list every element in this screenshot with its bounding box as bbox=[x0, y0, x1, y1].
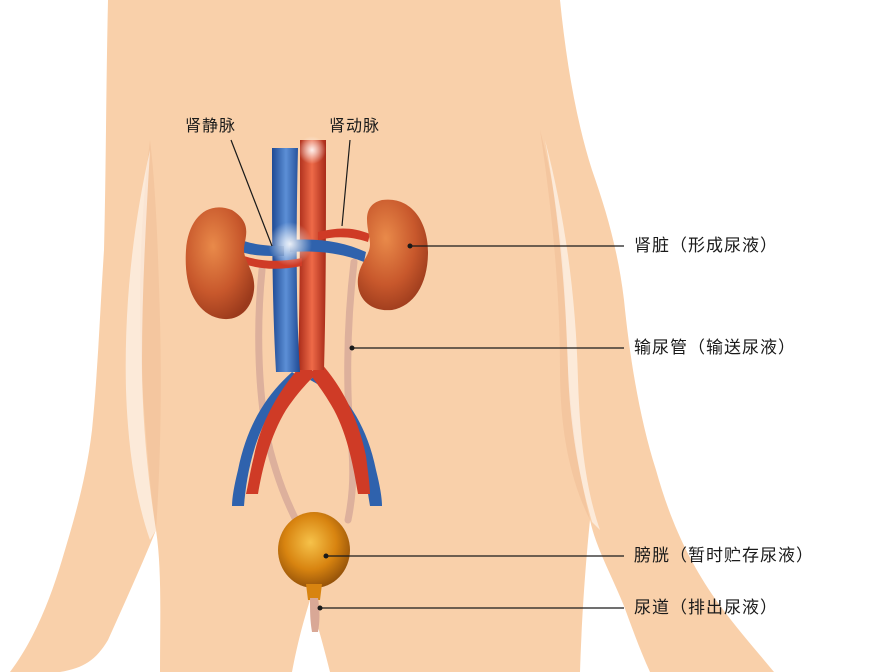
dot-kidney bbox=[408, 244, 413, 249]
urethra bbox=[310, 598, 320, 632]
label-bladder: 膀胱（暂时贮存尿液） bbox=[634, 546, 814, 566]
label-ureter: 输尿管（输送尿液） bbox=[634, 338, 796, 358]
vessel-highlight bbox=[268, 222, 312, 266]
dot-urethra bbox=[318, 606, 323, 611]
bladder-neck bbox=[306, 584, 322, 600]
label-kidney: 肾脏（形成尿液） bbox=[634, 236, 778, 256]
label-renal-vein: 肾静脉 bbox=[185, 116, 236, 136]
vessel-highlight-top bbox=[298, 136, 326, 164]
dot-ureter bbox=[350, 346, 355, 351]
label-renal-artery: 肾动脉 bbox=[329, 116, 380, 136]
label-urethra: 尿道（排出尿液） bbox=[634, 598, 778, 618]
bladder bbox=[278, 512, 350, 588]
dot-bladder bbox=[324, 554, 329, 559]
body-silhouette bbox=[10, 0, 774, 672]
